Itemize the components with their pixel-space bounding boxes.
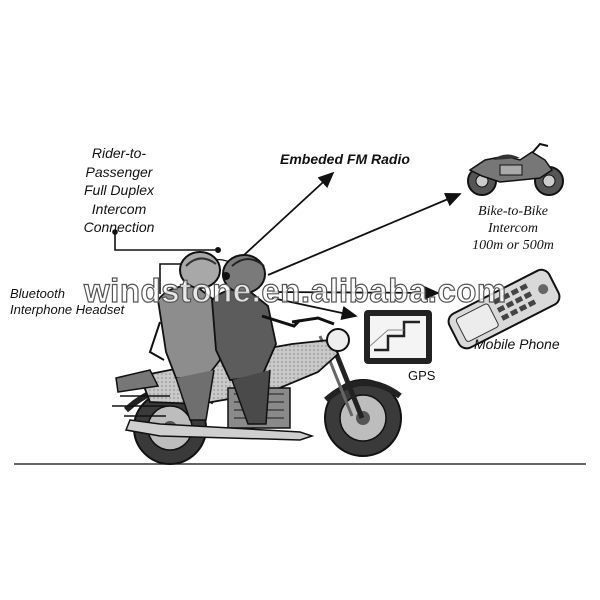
bluetooth-headset-label: Bluetooth Interphone Headset [10,286,125,317]
fm-radio-arrow [243,171,335,256]
gps-device-icon [364,310,432,364]
small-motorcycle-icon [467,142,564,196]
headset-icon [222,272,230,280]
riders-illustration [148,251,302,425]
gps-arrow [271,297,358,321]
bike-to-bike-arrow [267,192,462,276]
bike-to-bike-label: Bike-to-Bike Intercom 100m or 500m [472,204,554,253]
mobile-phone-label: Mobile Phone [474,336,560,352]
gps-label: GPS [408,368,436,383]
mobile-phone-icon [447,268,561,350]
mobile-phone-arrow [271,285,440,301]
rider-to-passenger-label: Rider-to- Passenger Full Duplex Intercom… [83,145,155,235]
fm-radio-label: Embeded FM Radio [280,151,410,167]
watermark-text: windstone.en.alibaba.com [83,271,507,309]
speed-lines [112,395,170,417]
